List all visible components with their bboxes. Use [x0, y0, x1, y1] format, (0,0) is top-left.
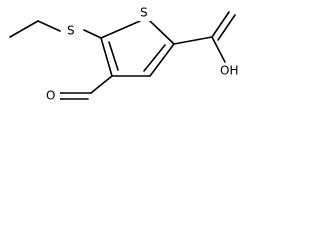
atom-labels: S S OH O [46, 6, 244, 103]
bond-c-acid-o-double [211, 11, 230, 38]
bond-c4-cho [90, 75, 113, 94]
bond-c5-s-ring [100, 20, 141, 39]
bond-c2-c3 [149, 43, 175, 77]
bond-ch3-ch2 [9, 20, 39, 38]
bond-c2-c-acid [173, 36, 213, 45]
atom-s-thioether: S [67, 24, 75, 38]
bond-c-acid-oh [211, 36, 226, 63]
bond-c4-c5-double [108, 41, 119, 71]
bond-c4-c5 [100, 37, 113, 77]
bond-c-acid-o-double-2 [217, 14, 236, 41]
chemical-structure-diagram: S S OH O [9, 6, 244, 103]
bond-s-ring-c2 [149, 20, 175, 45]
atom-o-aldehyde: O [46, 89, 55, 103]
bond-s-thioether-c5 [83, 29, 102, 39]
bond-lines [9, 11, 236, 100]
atom-oh: OH [220, 64, 238, 78]
bond-ch2-s-thioether [37, 20, 61, 32]
atom-s-ring: S [140, 6, 148, 20]
bond-c2-c3-double [143, 44, 166, 72]
